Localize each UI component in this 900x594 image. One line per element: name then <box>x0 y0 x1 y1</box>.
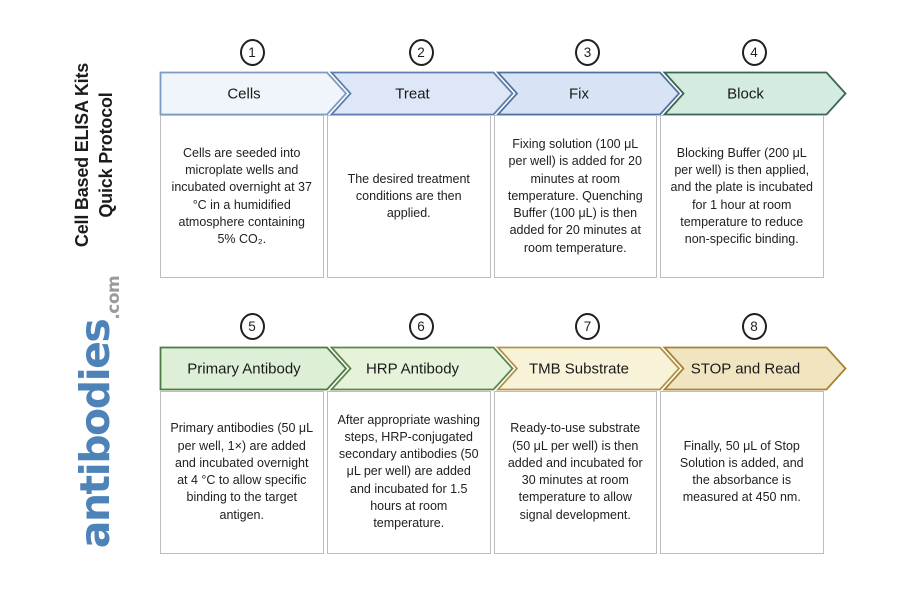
step-2-label: Treat <box>395 86 430 103</box>
step-3-number-badge: 3 <box>575 38 600 66</box>
arrow-row-2: Primary Antibody HRP Antibody TMB Substr… <box>159 346 847 391</box>
step-3-description-box: Fixing solution (100 μL per well) is add… <box>493 115 657 278</box>
step-2-arrow <box>328 71 514 116</box>
step-7-description-box: Ready-to-use substrate (50 μL per well) … <box>493 390 657 554</box>
step-4-description: Blocking Buffer (200 μL per well) is the… <box>670 145 813 246</box>
step-7-number-badge: 7 <box>575 313 600 340</box>
step-4-arrow <box>661 71 847 116</box>
arrow-row-1: Cells Treat Fix Block <box>159 71 847 116</box>
step-5-arrow <box>159 346 347 391</box>
antibodies-logo: antibodies.com <box>60 262 124 562</box>
step-5-label: Primary Antibody <box>187 361 301 378</box>
step-6-description: After appropriate washing steps, HRP-con… <box>337 412 480 531</box>
step-7-description: Ready-to-use substrate (50 μL per well) … <box>507 421 643 522</box>
step-1-description: Cells are seeded into microplate wells a… <box>171 145 312 246</box>
step-2-number: 2 <box>417 44 425 60</box>
step-4-label: Block <box>727 86 764 103</box>
step-1-label: Cells <box>227 86 260 103</box>
step-8-arrow <box>661 346 847 391</box>
step-8-number-badge: 8 <box>741 313 767 340</box>
step-5-description: Primary antibodies (50 μL per well, 1×) … <box>170 421 314 522</box>
step-1-arrow <box>159 71 347 116</box>
step-1-description-box: Cells are seeded into microplate wells a… <box>160 115 324 278</box>
step-3-label: Fix <box>569 86 589 103</box>
step-6-number: 6 <box>417 319 425 334</box>
step-4-number: 4 <box>750 44 758 60</box>
step-6-description-box: After appropriate washing steps, HRP-con… <box>327 390 491 554</box>
step-5-description-box: Primary antibodies (50 μL per well, 1×) … <box>160 390 324 554</box>
step-2-number-badge: 2 <box>408 38 434 66</box>
step-4-number-badge: 4 <box>741 38 767 66</box>
step-8-description: Finally, 50 μL of Stop Solution is added… <box>679 438 804 505</box>
step-7-label: TMB Substrate <box>528 361 628 378</box>
step-5-number-badge: 5 <box>239 313 265 340</box>
logo-wordmark: antibodies <box>71 319 119 549</box>
sidebar-title-line1: Cell Based ELISA Kits <box>72 62 93 248</box>
logo-domain-suffix: .com <box>104 275 124 320</box>
sidebar-title: Cell Based ELISA Kits Quick Protocol <box>71 47 119 263</box>
step-6-label: HRP Antibody <box>365 361 459 378</box>
step-8-description-box: Finally, 50 μL of Stop Solution is added… <box>660 390 824 554</box>
step-1-number-badge: 1 <box>239 38 265 66</box>
step-2-description: The desired treatment conditions are the… <box>347 171 470 221</box>
step-5-number: 5 <box>248 319 256 334</box>
sidebar-title-line2: Quick Protocol <box>96 92 116 218</box>
step-6-arrow <box>328 346 514 391</box>
step-6-number-badge: 6 <box>408 313 434 340</box>
step-7-arrow <box>495 346 680 391</box>
step-7-number: 7 <box>583 319 592 334</box>
step-8-number: 8 <box>750 319 758 334</box>
step-8-label: STOP and Read <box>690 361 800 378</box>
step-3-number: 3 <box>583 44 592 60</box>
step-3-arrow <box>495 71 680 116</box>
step-1-number: 1 <box>248 44 256 60</box>
step-3-description: Fixing solution (100 μL per well) is add… <box>507 137 643 255</box>
step-4-description-box: Blocking Buffer (200 μL per well) is the… <box>660 115 824 278</box>
step-2-description-box: The desired treatment conditions are the… <box>327 115 491 278</box>
